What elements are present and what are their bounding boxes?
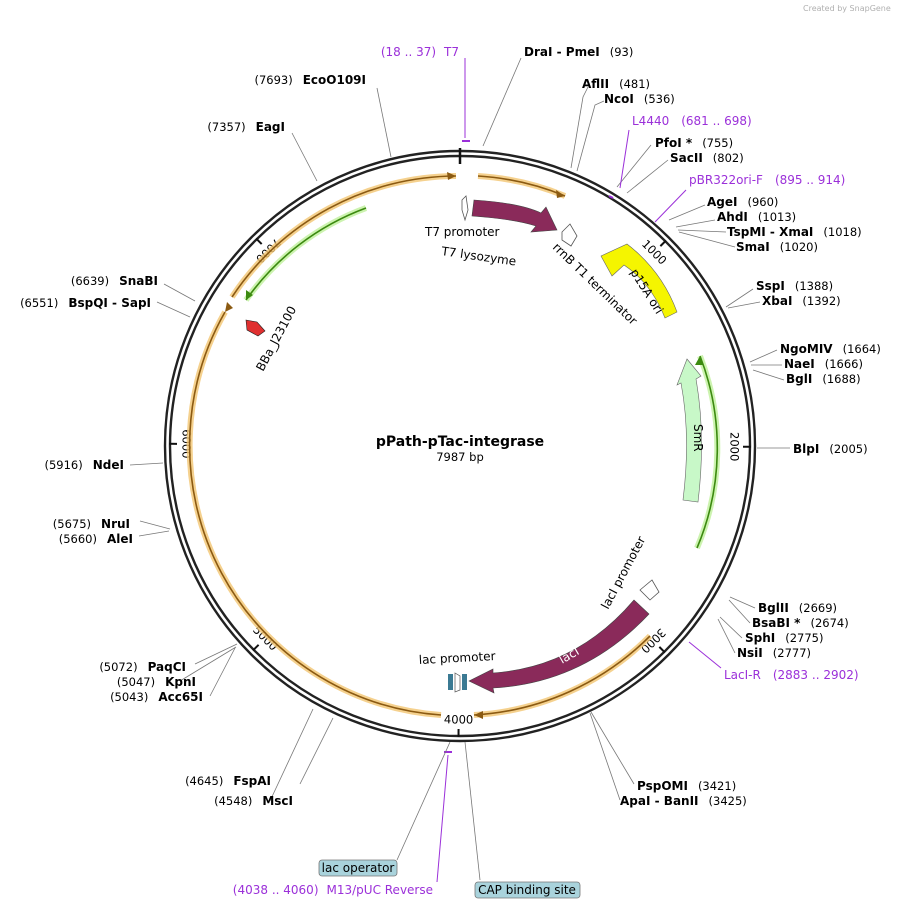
p15a-ori-arrow xyxy=(600,243,678,319)
ruler-tick-1000 xyxy=(659,239,667,247)
plasmid-length: 7987 bp xyxy=(436,450,484,464)
enzyme-nsii[interactable]: NsiI(2777) xyxy=(737,646,811,660)
lac-operator-label: lac operator xyxy=(322,861,395,875)
plasmid-name: pPath-pTac-integrase xyxy=(376,434,544,450)
t7-lysozyme-arrow xyxy=(471,199,558,233)
primer-labels: (18 .. 37)T7 L4440(681 .. 698) pBR322ori… xyxy=(233,45,859,897)
lac-promoter-arrow xyxy=(454,672,461,693)
enzyme-ncoi[interactable]: NcoI(536) xyxy=(604,92,675,106)
t7-promoter-arrow xyxy=(461,195,469,222)
ruler-tick-3000 xyxy=(658,646,666,654)
enzyme-eagi[interactable]: (7357)EagI xyxy=(207,120,285,134)
enzyme-ahdi[interactable]: AhdI(1013) xyxy=(717,210,796,224)
enzyme-pspomi[interactable]: PspOMI(3421) xyxy=(637,779,736,793)
primer-l4440[interactable]: L4440(681 .. 698) xyxy=(632,114,752,128)
t7-promoter-label: T7 promoter xyxy=(424,225,500,239)
rrnb-terminator-arrow xyxy=(561,223,578,247)
ruler-tick-5000 xyxy=(252,644,260,652)
enzyme-blpi[interactable]: BlpI(2005) xyxy=(793,442,868,456)
enzyme-bsabi[interactable]: BsaBI *(2674) xyxy=(752,616,849,630)
enzyme-naei[interactable]: NaeI(1666) xyxy=(784,357,863,371)
plasmid-title: pPath-pTac-integrase 7987 bp xyxy=(376,434,544,464)
enzyme-ndei[interactable]: (5916)NdeI xyxy=(45,458,125,472)
enzyme-bspqi[interactable]: (6551)BspQI - SapI xyxy=(20,296,151,310)
primer-laci-r[interactable]: LacI-R(2883 .. 2902) xyxy=(724,668,859,682)
enzyme-fspai[interactable]: (4645)FspAI xyxy=(185,774,271,788)
feature-shapes xyxy=(245,195,702,694)
cap-binding-site-box[interactable]: CAP binding site xyxy=(474,881,581,899)
primer-leaders xyxy=(436,58,722,883)
orange-arcs xyxy=(186,172,721,719)
enzyme-sacii[interactable]: SacII(802) xyxy=(670,151,744,165)
enzyme-pfoi[interactable]: PfoI *(755) xyxy=(655,136,733,150)
enzyme-labels-left: (4548)MscI (4645)FspAI (5043)Acc65I (504… xyxy=(20,73,366,808)
enzyme-ngomiv[interactable]: NgoMIV(1664) xyxy=(780,342,881,356)
lac-operator-block xyxy=(448,674,453,690)
enzyme-sspi[interactable]: SspI(1388) xyxy=(756,279,833,293)
enzyme-nrui[interactable]: (5675)NruI xyxy=(53,517,130,531)
cap-site-block xyxy=(462,674,467,690)
smr-arrow xyxy=(676,358,702,503)
enzyme-smai[interactable]: SmaI(1020) xyxy=(736,240,818,254)
smr-label: SmR xyxy=(691,424,705,452)
enzyme-agei[interactable]: AgeI(960) xyxy=(707,195,778,209)
enzyme-leaders xyxy=(129,57,790,802)
enzyme-acc65i[interactable]: (5043)Acc65I xyxy=(110,690,203,704)
enzyme-snabi[interactable]: (6639)SnaBI xyxy=(71,274,158,288)
bba-j23100-arrow xyxy=(245,319,266,337)
enzyme-msci[interactable]: (4548)MscI xyxy=(214,794,293,808)
laci-arrow xyxy=(468,599,650,694)
enzyme-bgli[interactable]: BglI(1688) xyxy=(786,372,861,386)
ruler-label-4000: 4000 xyxy=(444,712,473,726)
ruler-label-2000: 2000 xyxy=(727,432,741,461)
primer-t7[interactable]: (18 .. 37)T7 xyxy=(381,45,459,59)
boxed-labels: lac operator CAP binding site xyxy=(318,859,581,899)
enzyme-apai[interactable]: ApaI - BanII(3425) xyxy=(620,794,747,808)
t7-lysozyme-label: T7 lysozyme xyxy=(440,244,517,268)
lac-promoter-label: lac promoter xyxy=(418,649,495,667)
enzyme-labels: DraI - PmeI(93) AflII(481) NcoI(536) Pfo… xyxy=(524,45,881,808)
primer-pbr322ori-f[interactable]: pBR322ori-F(895 .. 914) xyxy=(689,173,845,187)
enzyme-kpni[interactable]: (5047)KpnI xyxy=(117,675,196,689)
cap-site-label: CAP binding site xyxy=(478,883,576,897)
ruler-tick-7000 xyxy=(255,237,263,245)
snapgene-credit: Created by SnapGene xyxy=(803,4,891,13)
enzyme-xbai[interactable]: XbaI(1392) xyxy=(762,294,841,308)
enzyme-paqci[interactable]: (5072)PaqCI xyxy=(99,660,186,674)
enzyme-aflii[interactable]: AflII(481) xyxy=(582,77,650,91)
laci-promoter-label: lacI promoter xyxy=(598,534,648,612)
bba-label: BBa_J23100 xyxy=(253,304,299,374)
primer-m13-puc-reverse[interactable]: (4038 .. 4060)M13/pUC Reverse xyxy=(233,883,433,897)
lac-operator-box[interactable]: lac operator xyxy=(318,859,398,877)
enzyme-bglii[interactable]: BglII(2669) xyxy=(758,601,837,615)
laci-promoter-arrow xyxy=(639,579,660,601)
box-leaders xyxy=(396,741,481,881)
enzyme-alei[interactable]: (5660)AleI xyxy=(59,532,133,546)
enzyme-dral[interactable]: DraI - PmeI(93) xyxy=(524,45,633,59)
enzyme-sphi[interactable]: SphI(2775) xyxy=(745,631,824,645)
enzyme-ecoo109i[interactable]: (7693)EcoO109I xyxy=(254,73,366,87)
credit-text: Created by SnapGene xyxy=(803,4,891,13)
enzyme-tspmi[interactable]: TspMI - XmaI(1018) xyxy=(727,225,862,239)
